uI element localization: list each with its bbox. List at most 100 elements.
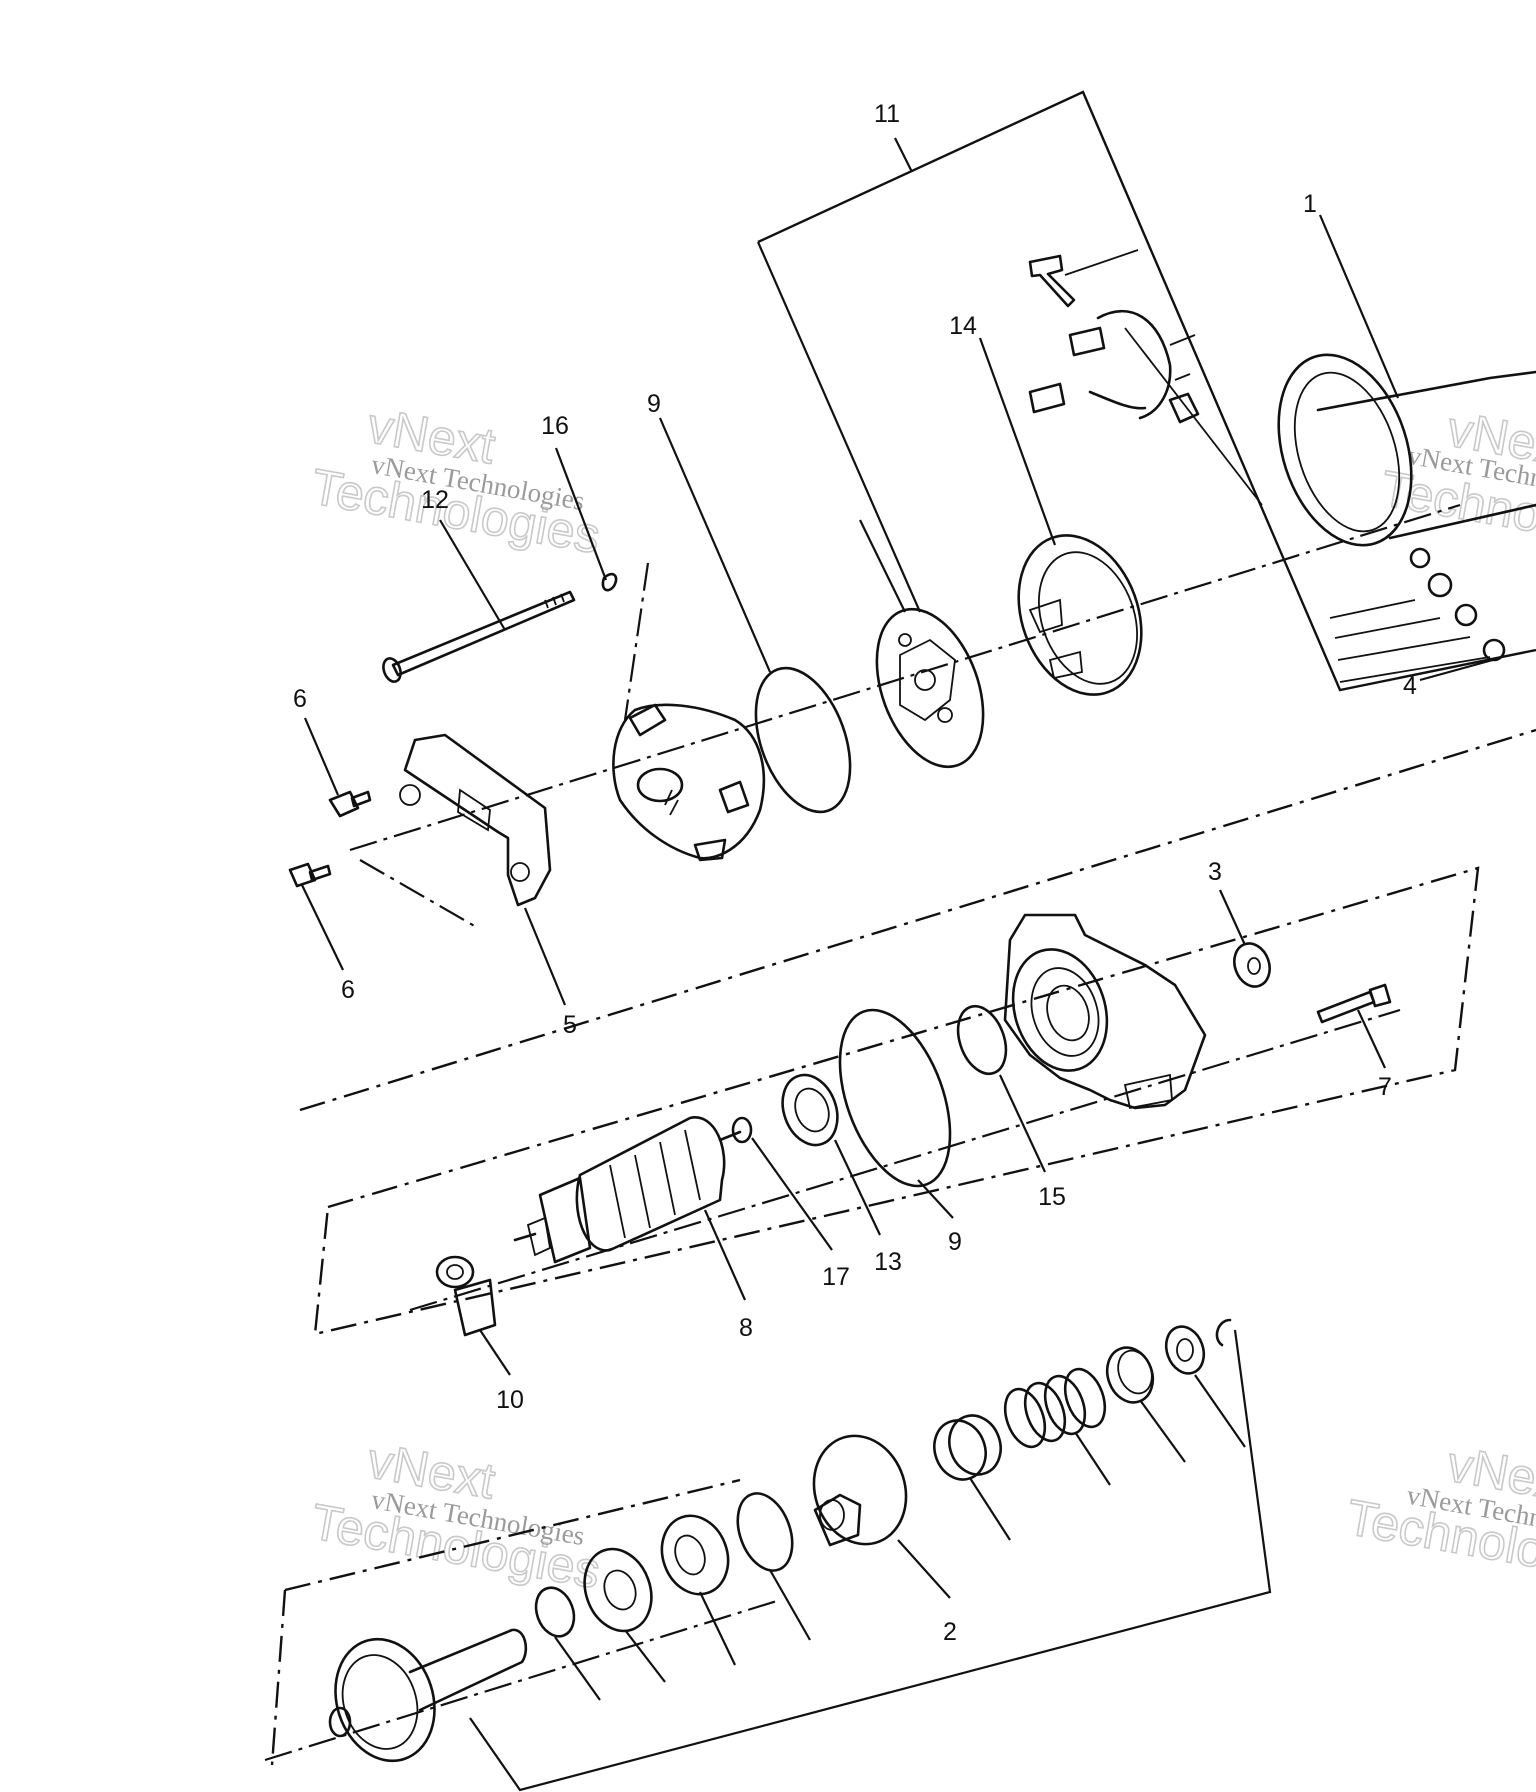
rear-end-cover [612,703,766,862]
bottom-section-left-edge [270,1589,287,1766]
leader-9-lower [917,1179,954,1219]
axis-middle [409,1008,1401,1312]
group-11-bracket [757,90,1536,692]
housing-bolt [1316,983,1392,1024]
callout-labels: 1 2 3 4 5 6 6 7 8 9 9 10 11 12 13 14 15 … [293,100,1417,1646]
callout-3: 3 [1208,858,1222,886]
bearing [781,1073,839,1147]
leader-4 [1419,656,1501,682]
leader-12 [439,519,506,631]
clutch-spring [1003,1367,1107,1449]
spring-seat [1105,1346,1155,1404]
mounting-bracket [399,733,552,907]
leader-8 [703,1209,747,1301]
clutch-lead-1 [554,1636,601,1701]
thrust-washer [1233,942,1271,988]
leader-11 [859,519,906,613]
leader-2 [897,1539,951,1599]
callout-4: 4 [1403,672,1417,700]
through-bolt [382,590,576,683]
leader-14 [978,337,1057,546]
o-ring-small [956,1004,1008,1076]
callout-5: 5 [563,1011,577,1039]
leader-10 [479,1329,511,1376]
o-ring-lower [838,1008,952,1188]
bracket-bolt-upper [328,790,372,818]
brush-plate [875,607,985,769]
center-axes [264,503,1461,1762]
leader-1 [1318,214,1400,399]
brush-lead [435,1255,497,1337]
leader-6-lower [301,884,344,971]
callout-9-upper: 9 [647,390,661,418]
parts [288,249,1536,1763]
stop-collar [583,1547,653,1633]
pinion-gear [328,1628,528,1763]
assembly-outlines [270,90,1536,1766]
axis-lower [264,1598,781,1762]
o-ring-clutch [736,1492,794,1572]
axis-bracket-vertical [623,562,650,721]
snap-ring-lower [534,1586,576,1638]
upper-lower-divider [299,728,1536,1112]
bracket-bolt-lower [288,862,332,888]
clutch-assembly [812,1434,908,1547]
bottom-section-outline [284,1478,741,1592]
callout-9-lower: 9 [948,1228,962,1256]
group-11-left-edge [756,241,922,613]
o-ring-upper [754,666,852,814]
callout-2: 2 [943,1618,957,1646]
end-washer [1164,1325,1206,1375]
retainer-clip [660,1514,730,1596]
watermark-top-left: vNext Technologies vNext Technologies [306,396,605,565]
snap-ring-17 [731,1116,753,1144]
front-housing [1003,913,1207,1110]
leader-15 [999,1074,1046,1173]
callout-13: 13 [874,1248,902,1276]
callout-1: 1 [1303,190,1317,218]
callout-14: 14 [949,312,977,340]
clutch-group-bracket [469,1329,1272,1792]
leader-13 [834,1139,881,1236]
clutch-lead-4 [769,1569,811,1641]
leader-lines [301,214,1501,1792]
clutch-lead-8 [1194,1374,1246,1448]
callout-12: 12 [421,486,449,514]
armature [513,1116,742,1264]
watermark-bottom-right: vNext Technologies vNext Technologies [1342,1435,1536,1596]
clutch-lead-7 [1139,1399,1186,1463]
leader-7 [1357,1009,1386,1069]
callout-6-upper: 6 [293,685,307,713]
leader-6-upper [303,717,340,796]
callout-6-lower: 6 [341,976,355,1004]
clutch-lead-6 [1074,1431,1111,1486]
callout-10: 10 [496,1386,524,1414]
watermarks: vNext Technologies vNext Technologies vN… [306,396,1536,1600]
through-bolt-hardware [1329,547,1506,683]
clutch-lead-3 [699,1591,736,1666]
leader-3 [1218,889,1247,946]
brush-holder-ring [1017,534,1143,696]
group-11-bracket-tick [894,137,913,173]
leader-16 [554,447,608,581]
axis-bracket-diagonal [359,859,479,929]
lock-washer-16 [601,572,618,592]
leader-5 [523,907,567,1006]
middle-section-outline [313,866,1480,1336]
axis-upper [349,503,1461,852]
watermark-top-right: vNext Technologies vNext Technologies [1376,400,1536,567]
leader-17 [751,1137,833,1251]
callout-17: 17 [822,1263,850,1291]
end-clip [1215,1318,1232,1347]
clutch-sleeve [933,1414,1002,1481]
leader-9-upper [658,417,772,673]
callout-7: 7 [1378,1073,1392,1101]
callout-15: 15 [1038,1183,1066,1211]
clutch-lead-5 [969,1477,1011,1541]
brush-set [1028,249,1263,506]
callout-11: 11 [874,100,900,128]
callout-8: 8 [739,1314,753,1342]
clutch-lead-2 [624,1629,666,1683]
callout-16: 16 [541,412,569,440]
